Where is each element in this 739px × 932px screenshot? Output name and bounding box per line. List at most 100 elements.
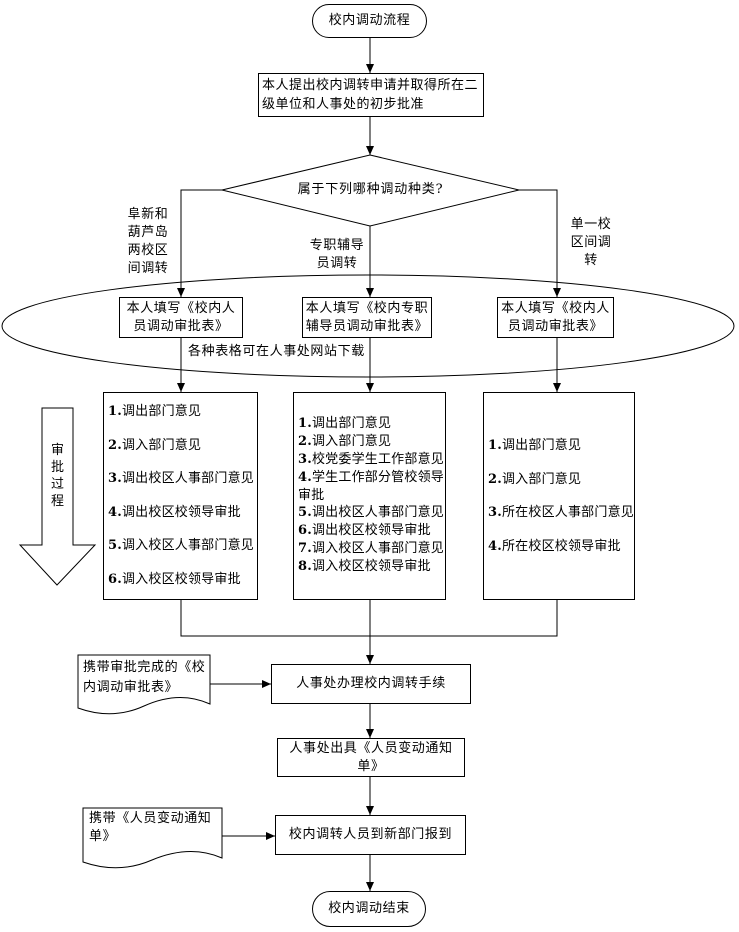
carry-notice-text: 携带《人员变动通知 单》 bbox=[89, 810, 211, 846]
process-arrow-char-4: 程 bbox=[50, 494, 64, 509]
branch-right-connector bbox=[519, 189, 561, 297]
left-form-box: 本人填写《校内人 员调动审批表》 bbox=[119, 297, 243, 338]
branch-middle-label-line-1: 专职辅导 bbox=[309, 238, 365, 253]
issue-notice-box: 人事处出具《人员变动通知 单》 bbox=[277, 738, 465, 777]
approval-merge-connector bbox=[180, 600, 558, 637]
item-number: 3. bbox=[488, 505, 502, 521]
item-text: 调出校区校领导审批 bbox=[121, 504, 241, 520]
middle-approval-item-3: 3.校党委学生工作部意见 bbox=[298, 451, 445, 469]
middle-form-line-2: 辅导员调动审批表》 bbox=[305, 318, 429, 334]
item-text: 调出校区人事部门意见 bbox=[121, 471, 254, 487]
item-text: 调出校区人事部门意见 bbox=[311, 505, 444, 521]
middle-form-line-1: 本人填写《校内专职 bbox=[305, 300, 429, 316]
item-text: 调入部门意见 bbox=[311, 433, 392, 449]
left-form-line-2: 员调动审批表》 bbox=[133, 318, 229, 334]
branch-right-label: 单一校 区间调 转 bbox=[561, 216, 621, 270]
branch-left-label-line-2: 葫芦岛 bbox=[127, 225, 169, 240]
item-number: 1. bbox=[108, 404, 122, 419]
issue-notice-line-2: 单》 bbox=[357, 758, 385, 774]
item-number: 8. bbox=[298, 559, 312, 575]
item-text: 调入校区校领导审批 bbox=[121, 571, 241, 587]
item-number: 1. bbox=[488, 438, 502, 453]
end-label: 校内调动结束 bbox=[328, 901, 410, 916]
item-text: 校党委学生工作部意见 bbox=[311, 451, 444, 467]
item-text: 调出部门意见 bbox=[121, 404, 202, 419]
carry-form-text: 携带审批完成的《校 内调动审批表》 bbox=[83, 658, 205, 698]
middle-approval-item-7: 7.调入校区人事部门意见 bbox=[298, 540, 445, 558]
report-box: 校内调转人员到新部门报到 bbox=[275, 815, 466, 855]
branch-left-label: 阜新和 葫芦岛 两校区 间调转 bbox=[118, 206, 178, 278]
item-text: 调入部门意见 bbox=[501, 471, 582, 487]
right-approval-item-1: 1.调出部门意见 bbox=[488, 436, 634, 470]
left-approval-item-1: 1.调出部门意见 bbox=[108, 402, 257, 436]
item-text: 调出部门意见 bbox=[501, 438, 582, 453]
handle-transfer-label: 人事处办理校内调转手续 bbox=[296, 676, 446, 691]
carry-form-line-2: 内调动审批表》 bbox=[83, 680, 179, 695]
branch-left-connector bbox=[177, 189, 222, 297]
issue-notice-line-1: 人事处出具《人员变动通知 bbox=[289, 740, 453, 756]
item-number: 6. bbox=[298, 523, 312, 539]
carry-form-line-1: 携带审批完成的《校 bbox=[83, 660, 206, 675]
item-number: 2. bbox=[488, 471, 502, 487]
left-approval-item-6: 6.调入校区校领导审批 bbox=[108, 570, 257, 604]
item-text: 调入校区人事部门意见 bbox=[311, 541, 444, 557]
middle-approval-item-4-continued: 审批 bbox=[298, 487, 445, 505]
item-text: 审批 bbox=[298, 487, 325, 503]
right-form-line-1: 本人填写《校内人 bbox=[501, 300, 610, 316]
decision-label: 属于下列哪种调动种类? bbox=[297, 182, 444, 197]
middle-approval-item-6: 6.调出校区校领导审批 bbox=[298, 522, 445, 540]
left-approval-item-5: 5.调入校区人事部门意见 bbox=[108, 536, 257, 570]
item-number: 4. bbox=[298, 469, 312, 485]
carry-form-document-shape bbox=[77, 654, 211, 715]
item-number: 1. bbox=[298, 416, 312, 431]
item-number: 3. bbox=[108, 471, 122, 487]
start-label: 校内调动流程 bbox=[328, 13, 411, 28]
forms-group-ellipse bbox=[1, 274, 735, 378]
process-arrow-char-3: 过 bbox=[50, 477, 64, 492]
item-number: 7. bbox=[298, 541, 312, 557]
process-arrow-char-1: 审 bbox=[50, 443, 64, 458]
item-text: 调出校区校领导审批 bbox=[311, 523, 431, 539]
process-arrow-label: 审 批 过 程 bbox=[42, 442, 73, 510]
left-approval-box: 1.调出部门意见 2.调入部门意见 3.调出校区人事部门意见 4.调出校区校领导… bbox=[103, 392, 258, 600]
item-text: 学生工作部分管校领导 bbox=[311, 469, 444, 485]
left-approval-item-4: 4.调出校区校领导审批 bbox=[108, 503, 257, 537]
item-text: 调出部门意见 bbox=[311, 416, 392, 431]
middle-approval-item-1: 1.调出部门意见 bbox=[298, 415, 445, 433]
middle-approval-item-5: 5.调出校区人事部门意见 bbox=[298, 504, 445, 522]
branch-middle-label-line-2: 员调转 bbox=[316, 256, 358, 271]
branch-left-label-line-1: 阜新和 bbox=[127, 207, 169, 222]
carry-notice-document-shape bbox=[82, 807, 223, 869]
download-note: 各种表格可在人事处网站下载 bbox=[188, 344, 365, 359]
item-number: 3. bbox=[298, 451, 312, 467]
handle-transfer-box: 人事处办理校内调转手续 bbox=[271, 664, 471, 704]
item-number: 6. bbox=[108, 571, 122, 587]
branch-middle-label: 专职辅导 员调转 bbox=[300, 237, 374, 273]
middle-approval-item-2: 2.调入部门意见 bbox=[298, 433, 445, 451]
middle-approval-box: 1.调出部门意见 2.调入部门意见 3.校党委学生工作部意见 4.学生工作部分管… bbox=[293, 392, 446, 600]
item-number: 2. bbox=[108, 437, 122, 453]
apply-step-line-2: 级单位和人事处的初步批准 bbox=[262, 97, 425, 112]
right-approval-item-4: 4.所在校区校领导审批 bbox=[488, 537, 634, 571]
item-text: 所在校区校领导审批 bbox=[501, 538, 621, 554]
carry-notice-line-2: 单》 bbox=[89, 829, 117, 844]
right-form-line-2: 员调动审批表》 bbox=[507, 318, 604, 334]
item-number: 4. bbox=[488, 538, 502, 554]
process-arrow-char-2: 批 bbox=[50, 460, 64, 475]
middle-approval-item-4: 4.学生工作部分管校领导 bbox=[298, 469, 445, 487]
branch-right-label-line-2: 区间调 bbox=[570, 235, 612, 250]
apply-step-line-1: 本人提出校内调转申请并取得所在二 bbox=[262, 78, 479, 93]
item-text: 调入部门意见 bbox=[121, 437, 202, 453]
process-block-arrow bbox=[18, 407, 97, 586]
item-text: 调入校区人事部门意见 bbox=[121, 538, 254, 554]
item-text: 所在校区人事部门意见 bbox=[501, 505, 634, 521]
left-approval-item-2: 2.调入部门意见 bbox=[108, 436, 257, 470]
left-form-line-1: 本人填写《校内人 bbox=[126, 300, 236, 316]
right-approval-item-3: 3.所在校区人事部门意见 bbox=[488, 503, 634, 537]
end-terminal: 校内调动结束 bbox=[312, 891, 426, 927]
branch-right-label-line-1: 单一校 bbox=[570, 217, 612, 232]
middle-approval-item-8: 8.调入校区校领导审批 bbox=[298, 558, 445, 576]
branch-left-label-line-3: 两校区 bbox=[127, 243, 169, 258]
item-number: 5. bbox=[298, 505, 312, 521]
